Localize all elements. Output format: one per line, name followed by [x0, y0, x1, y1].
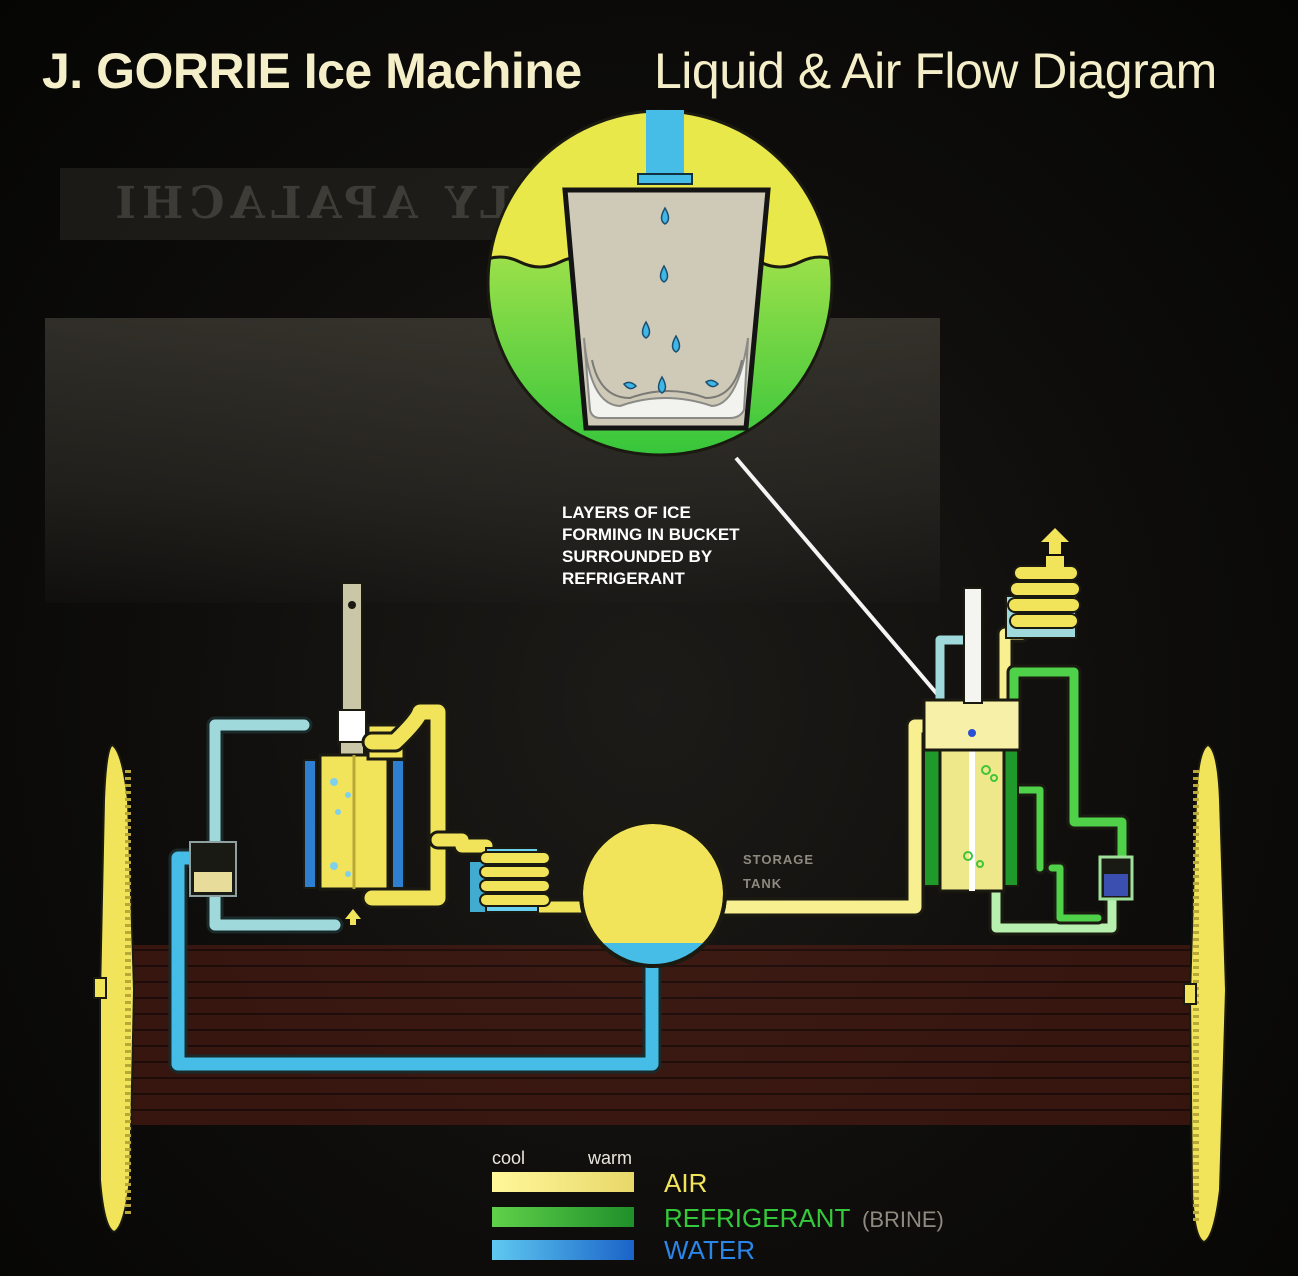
legend-label-water: WATER	[664, 1235, 755, 1265]
title-bold: J. GORRIE Ice Machine	[42, 43, 582, 99]
title-light: Liquid & Air Flow Diagram	[654, 43, 1217, 99]
legend-swatch-water	[492, 1240, 634, 1260]
storage-tank-label-2: TANK	[743, 876, 783, 891]
storage-tank-label-1: STORAGE	[743, 852, 815, 867]
water-loop	[168, 635, 977, 1074]
callout-line-1: LAYERS OF ICE	[562, 503, 691, 522]
right-piston-rod	[963, 587, 983, 704]
magnified-ice-bucket	[486, 109, 834, 457]
legend-swatch-air	[492, 1172, 634, 1192]
left-valve-arrow	[345, 909, 361, 925]
callout-line-3: SURROUNDED BY	[562, 547, 713, 566]
water-inlet-pipe	[646, 110, 684, 180]
right-flywheel	[1183, 743, 1228, 1244]
legend-note-brine: (BRINE)	[862, 1207, 944, 1232]
legend-swatch-refrigerant	[492, 1207, 634, 1227]
legend-label-refrigerant: REFRIGERANT	[664, 1203, 851, 1233]
callout-line-4: REFRIGERANT	[562, 569, 685, 588]
legend-swatches	[492, 1172, 634, 1260]
exhaust-coil	[1007, 565, 1081, 629]
callout-line-2: FORMING IN BUCKET	[562, 525, 740, 544]
exhaust-arrow	[1041, 528, 1069, 554]
cooling-coil	[470, 847, 551, 913]
right-cylinder-header	[922, 698, 1022, 752]
bucket	[562, 187, 771, 431]
water-drops	[622, 206, 720, 394]
legend-cool-label: cool	[492, 1148, 526, 1168]
storage-tank	[579, 820, 727, 968]
left-flywheel	[93, 743, 136, 1234]
legend-warm-label: warm	[588, 1148, 632, 1168]
legend-label-air: AIR	[664, 1168, 708, 1198]
ice-layers	[583, 337, 749, 419]
left-compressor	[189, 582, 406, 925]
right-expansion-cylinder	[922, 528, 1134, 901]
